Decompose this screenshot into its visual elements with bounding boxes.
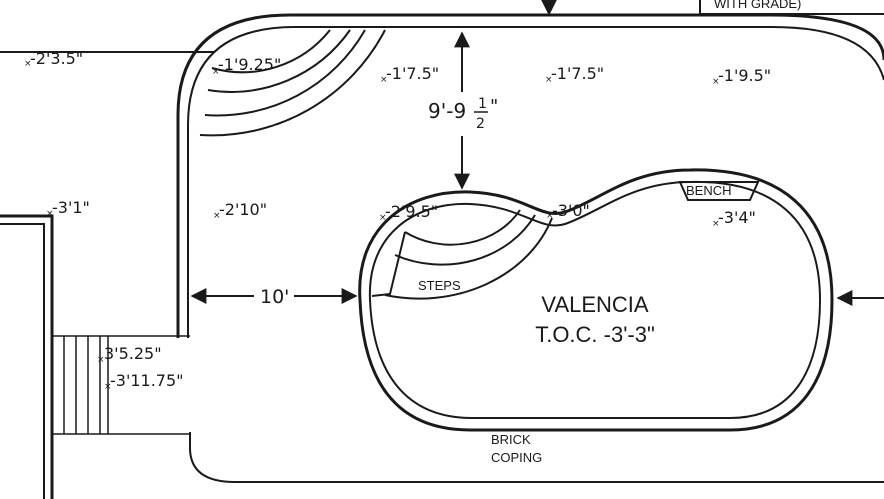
elevation-marker: ×: [24, 59, 32, 69]
pool-subtitle: T.O.C. -3'-3": [535, 322, 655, 347]
elevation-marker: ×: [545, 75, 553, 85]
corner-arc-2: [207, 29, 351, 93]
elevation-e1: -2'3.5": [30, 49, 83, 68]
deck-width-mask: [425, 92, 503, 136]
elevation-e10: -3'4": [718, 208, 756, 227]
elevation-e5: -1'9.5": [718, 66, 771, 85]
corner-arc-1: [211, 29, 331, 74]
house-wall: [0, 214, 54, 499]
elevation-e4: -1'7.5": [551, 64, 604, 83]
elevation-e9: -3'0": [552, 201, 590, 220]
setback-label: 10': [260, 286, 289, 308]
deck-width-label: 9'-9: [428, 99, 466, 123]
elevation-marker: ×: [712, 77, 720, 87]
pool-outline-inner: [368, 180, 822, 419]
pool-outline-outer: [358, 168, 834, 432]
pool-step-1: [404, 209, 521, 246]
pool-step-2: [394, 214, 536, 266]
elevation-marker: ×: [380, 75, 388, 85]
note-top-right: WITH GRADE): [714, 0, 801, 11]
elevation-e3: -1'7.5": [386, 64, 439, 83]
deck-width-inch: ": [490, 96, 498, 117]
deck-outline-outer: [176, 13, 884, 338]
pool-step-3: [384, 217, 553, 300]
deck-outline-inner: [187, 26, 884, 338]
elevation-marker: ×: [213, 211, 221, 221]
elevation-e11: 3'5.25": [104, 344, 162, 363]
elevation-e8: -2'9.5": [385, 202, 438, 221]
bench: [678, 181, 760, 201]
deck-width-frac-den: 2: [476, 116, 485, 132]
coping-label-2: COPING: [491, 450, 542, 465]
house-wall-inner: [0, 223, 45, 499]
pool-title: VALENCIA: [541, 292, 649, 317]
elevation-e2: -1'9.25": [218, 55, 281, 74]
elevation-marker: ×: [46, 209, 54, 219]
elevation-marker: ×: [97, 355, 105, 365]
deck-outline-bottom: [189, 432, 884, 483]
elevation-e7: -2'10": [219, 200, 267, 219]
elevation-marker: ×: [104, 382, 112, 392]
corner-arc-4: [199, 29, 386, 137]
elevation-e6: -3'1": [52, 198, 90, 217]
bench-label: BENCH: [686, 183, 732, 198]
walkway-steps: [52, 335, 190, 435]
pool-step-corner: [371, 231, 406, 297]
elevation-e12: -3'11.75": [110, 371, 184, 390]
elevation-marker: ×: [712, 219, 720, 229]
elevation-marker: ×: [379, 213, 387, 223]
setback-mask: [254, 284, 294, 308]
deck-width-frac-num: 1: [478, 96, 487, 112]
corner-arc-3: [204, 29, 366, 117]
steps-label: STEPS: [418, 278, 461, 293]
elevation-marker: ×: [546, 211, 554, 221]
spot-elevations: × -2'3.5" × -1'9.25" × -1'7.5" × -1'7.5"…: [24, 49, 771, 392]
elevation-marker: ×: [212, 67, 220, 77]
coping-label-1: BRICK: [491, 432, 531, 447]
